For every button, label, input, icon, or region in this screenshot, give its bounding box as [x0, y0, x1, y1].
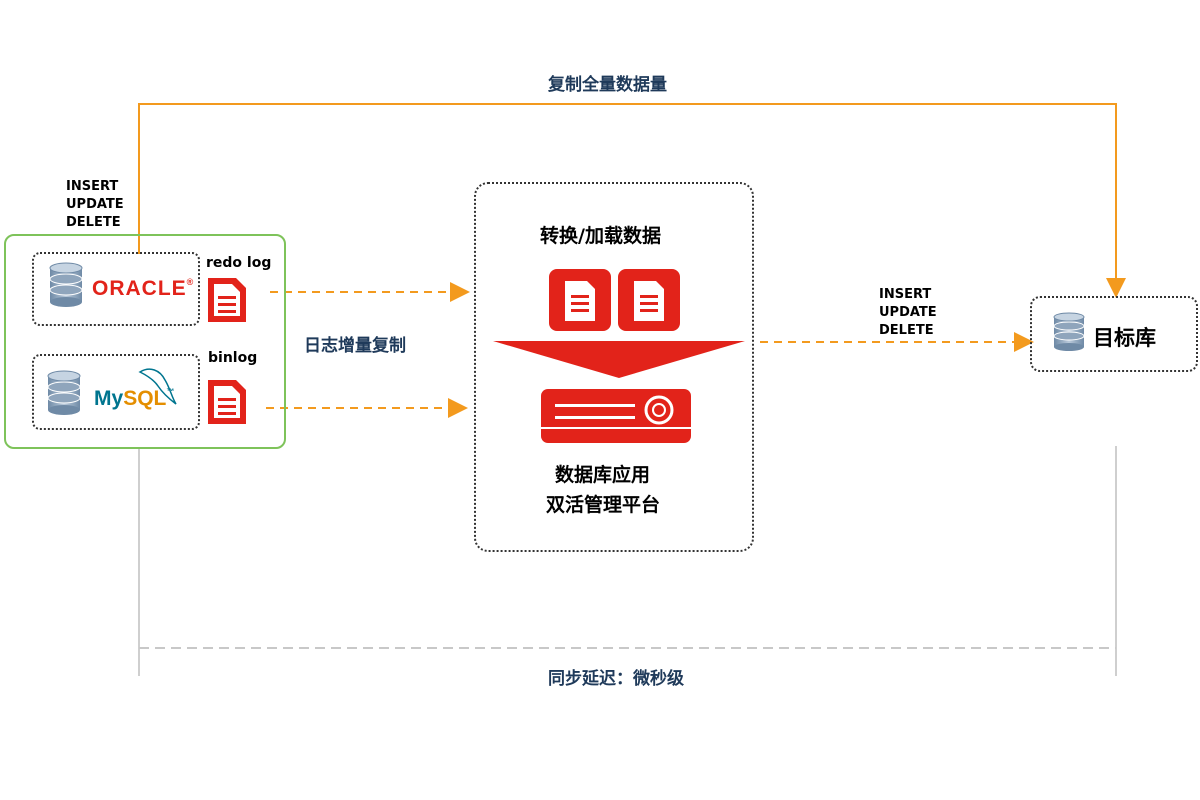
database-icon: [49, 262, 83, 307]
op-update: UPDATE: [66, 197, 124, 212]
left-ops-list: INSERT UPDATE DELETE: [66, 178, 124, 232]
mysql-logo: MySQL™: [94, 387, 175, 410]
server-icon: [541, 389, 691, 443]
mysql-source-box: [32, 354, 200, 430]
full-copy-connector: [138, 103, 1126, 298]
latency-label: 同步延迟：微秒级: [548, 669, 684, 689]
right-ops-list: INSERT UPDATE DELETE: [879, 286, 937, 340]
source-databases-group: [4, 234, 286, 449]
arrow-down-icon: [493, 341, 745, 378]
oracle-source-box: [32, 252, 200, 326]
target-db-label: 目标库: [1093, 326, 1156, 350]
oracle-logo: ORACLE®: [92, 277, 195, 300]
platform-name-line2: 双活管理平台: [546, 494, 661, 516]
platform-name-line1: 数据库应用: [555, 464, 651, 486]
document-icon: [208, 278, 246, 322]
document-icon: [618, 269, 680, 331]
document-icon: [208, 380, 246, 424]
document-icon: [549, 269, 611, 331]
database-icon: [1053, 312, 1085, 351]
redo-log-label: redo log: [206, 255, 272, 271]
op-delete: DELETE: [66, 215, 121, 230]
database-icon: [47, 370, 81, 415]
dolphin-icon: [138, 368, 177, 405]
op-update: UPDATE: [879, 305, 937, 320]
op-insert: INSERT: [879, 287, 932, 302]
op-insert: INSERT: [66, 179, 119, 194]
target-db-box: [1030, 296, 1198, 372]
incremental-label: 日志增量复制: [304, 336, 406, 356]
platform-box: [474, 182, 754, 552]
op-delete: DELETE: [879, 323, 934, 338]
platform-title: 转换/加载数据: [540, 225, 661, 247]
binlog-label: binlog: [208, 350, 258, 366]
full-copy-label: 复制全量数据量: [548, 75, 667, 95]
